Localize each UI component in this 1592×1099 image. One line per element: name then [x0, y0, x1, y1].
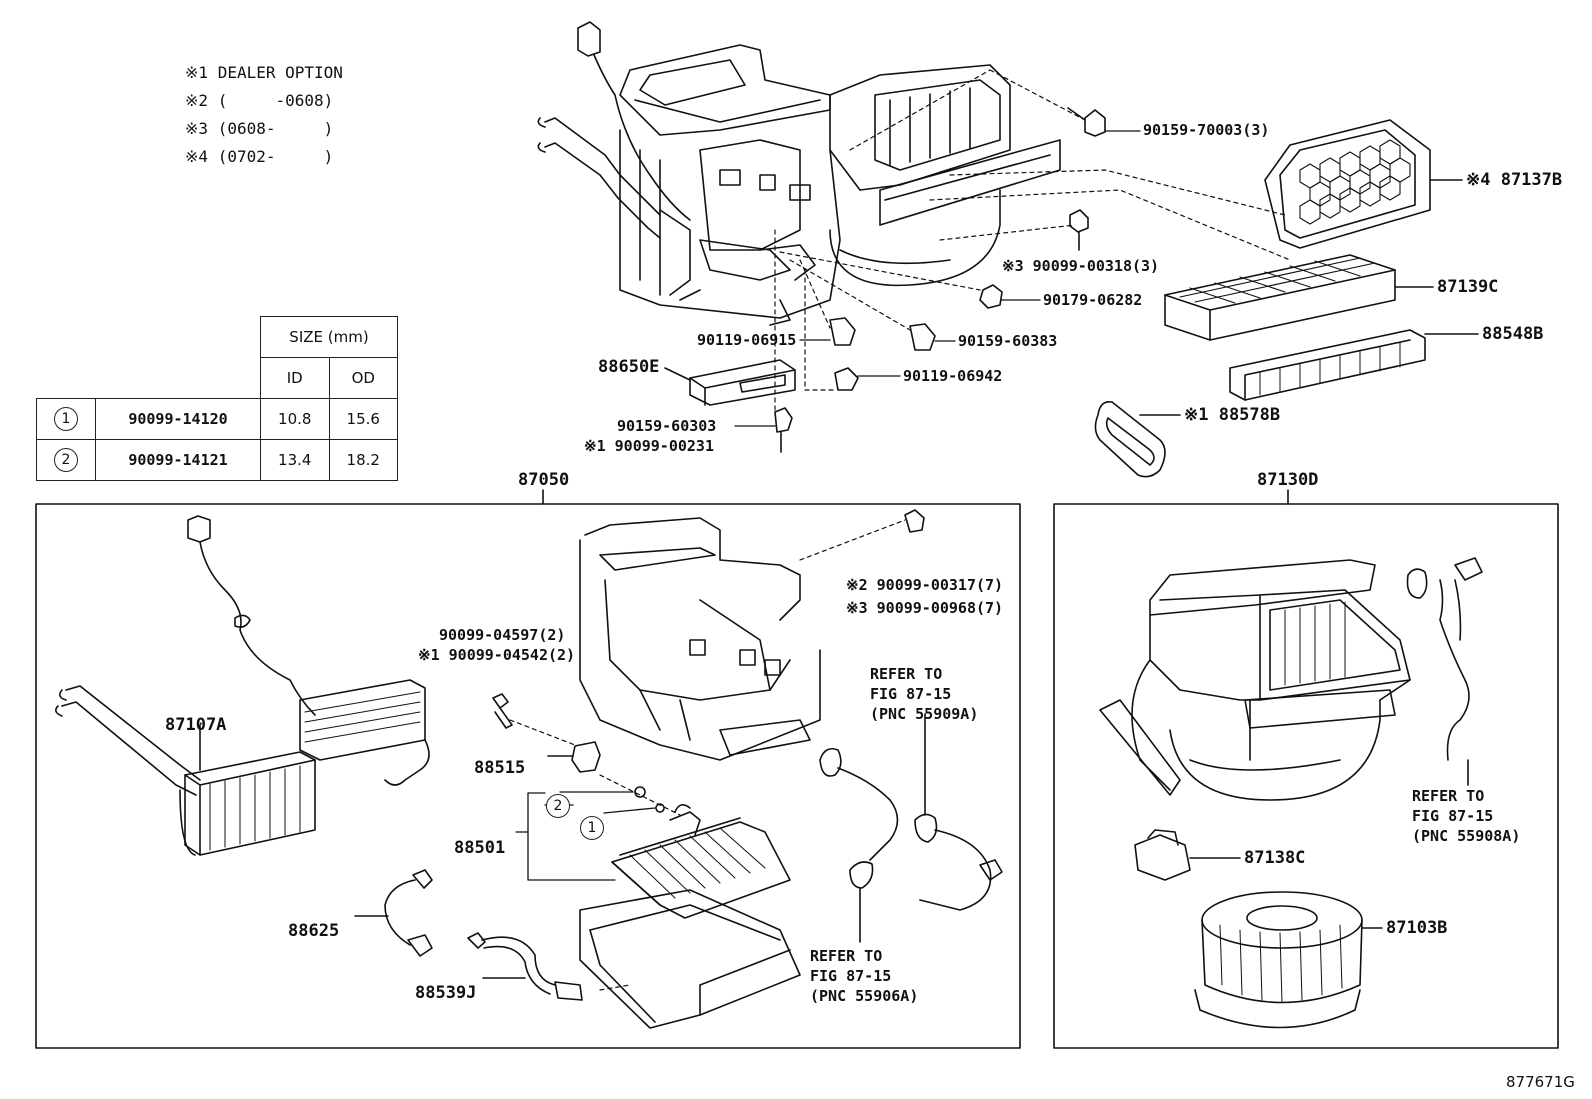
top-bolts [774, 107, 1106, 453]
label-90159-60303: 90159-60303 [617, 417, 717, 435]
label-90099-04542: ※1 90099-04542(2) [418, 646, 576, 664]
col-id-header: ID [260, 357, 330, 399]
label-88578B: ※1 88578B [1184, 405, 1281, 425]
refer-line: REFER TO [870, 665, 943, 683]
refer-to-55908A: REFER TO FIG 87-15 (PNC 55908A) [1412, 786, 1520, 846]
assembly-87130D-box [1053, 503, 1559, 1049]
row-mark: 2 [54, 448, 78, 472]
refer-line: (PNC 55908A) [1412, 827, 1521, 845]
housing-87050-drawing [579, 517, 821, 761]
filter-87139C-drawing [1164, 254, 1434, 341]
note-mark: ※1 [185, 63, 209, 82]
note-text: (0702- ) [217, 147, 334, 166]
label-88539J: 88539J [415, 983, 477, 1003]
row-od: 15.6 [328, 398, 398, 440]
diagram-id: 877671G [1506, 1073, 1575, 1091]
resistor-87138C-drawing [1134, 829, 1241, 881]
harness-88539J-drawing [467, 932, 583, 1001]
label-87137B: ※4 87137B [1466, 170, 1563, 190]
refer-line: FIG 87-15 [1412, 807, 1494, 825]
table-row: 2 90099-14121 13.4 18.2 [36, 439, 398, 481]
refer-line: REFER TO [1412, 787, 1485, 805]
valve-88515-drawing [547, 741, 601, 773]
top-dashed-leaders [774, 69, 1291, 411]
row-part: 90099-14121 [95, 439, 261, 481]
filter-87137B-drawing [1264, 119, 1463, 249]
table-row: 1 90099-14120 10.8 15.6 [36, 398, 398, 440]
refer-line: REFER TO [810, 947, 883, 965]
col-od-header: OD [328, 357, 398, 399]
bolt-90099-00317 [904, 509, 925, 533]
label-90099-00317: ※2 90099-00317(7) [846, 576, 1004, 594]
row-od: 18.2 [328, 439, 398, 481]
blower-motor-87103B-drawing [1194, 891, 1383, 1029]
o-rings [634, 786, 665, 813]
note-mark: ※4 [185, 147, 209, 166]
label-87107A: 87107A [165, 715, 227, 735]
label-88625: 88625 [288, 921, 340, 941]
label-87103B: 87103B [1386, 918, 1448, 938]
row-id: 13.4 [260, 439, 330, 481]
sensor-wires-drawing [819, 713, 1003, 943]
size-header: SIZE (mm) [260, 316, 398, 358]
refer-line: (PNC 55906A) [810, 987, 919, 1005]
label-90159-70003: 90159-70003(3) [1143, 121, 1270, 139]
middle-dashed-leaders [509, 519, 906, 991]
note-text: (0608- ) [217, 119, 334, 138]
label-88548B: 88548B [1482, 324, 1544, 344]
blower-case-87130D-drawing [1099, 559, 1411, 801]
note-2: ※2 ( -0608) [185, 93, 333, 109]
label-90099-04597: 90099-04597(2) [439, 626, 566, 644]
top-heater-unit-drawing [537, 21, 1061, 326]
note-4: ※4 (0702- ) [185, 149, 333, 165]
gasket-88578B-drawing [1094, 400, 1181, 478]
label-88515: 88515 [474, 758, 526, 778]
label-90099-00231: ※1 90099-00231 [584, 437, 714, 455]
note-1: ※1 DEALER OPTION [185, 65, 343, 81]
label-90119-06942: 90119-06942 [903, 367, 1003, 385]
refer-to-55906A: REFER TO FIG 87-15 (PNC 55906A) [810, 946, 918, 1006]
label-87050: 87050 [518, 470, 570, 490]
sensor-88625-drawing [354, 869, 433, 957]
callout-circle-1: 1 [580, 816, 604, 840]
refer-to-55909A: REFER TO FIG 87-15 (PNC 55909A) [870, 664, 978, 724]
label-90099-00968: ※3 90099-00968(7) [846, 599, 1004, 617]
label-88650E: 88650E [598, 357, 660, 377]
note-mark: ※2 [185, 91, 209, 110]
o-ring-leaders [559, 791, 656, 814]
hose-size-table: SIZE (mm) ID OD 1 90099-14120 10.8 15.6 … [36, 316, 398, 481]
label-87139C: 87139C [1437, 277, 1499, 297]
label-90119-06915: 90119-06915 [697, 331, 797, 349]
evaporator-88501-drawing [611, 804, 791, 919]
lower-case-drawing [579, 889, 801, 1029]
label-90179-06282: 90179-06282 [1043, 291, 1143, 309]
refer-line: (PNC 55909A) [870, 705, 979, 723]
note-text: DEALER OPTION [217, 63, 343, 82]
callout-circle-2: 2 [546, 794, 570, 818]
refer-line: FIG 87-15 [810, 967, 892, 985]
row-part: 90099-14120 [95, 398, 261, 440]
label-90099-00318: ※3 90099-00318(3) [1002, 257, 1160, 275]
resistor-88650E-drawing [664, 359, 796, 406]
label-87130D: 87130D [1257, 470, 1319, 490]
refer-line: FIG 87-15 [870, 685, 952, 703]
grille-88548B-drawing [1229, 329, 1479, 401]
assembly-87050-box [35, 503, 1021, 1049]
note-mark: ※3 [185, 119, 209, 138]
row-mark: 1 [54, 407, 78, 431]
heater-core-87107A-drawing [54, 515, 430, 856]
screw-90099-04597 [492, 693, 513, 729]
note-text: ( -0608) [217, 91, 334, 110]
top-label-leaders [734, 130, 1141, 427]
blower-wire-drawing [1406, 557, 1483, 786]
label-88501: 88501 [454, 838, 506, 858]
row-id: 10.8 [260, 398, 330, 440]
note-3: ※3 (0608- ) [185, 121, 333, 137]
label-87138C: 87138C [1244, 848, 1306, 868]
label-90159-60383: 90159-60383 [958, 332, 1058, 350]
